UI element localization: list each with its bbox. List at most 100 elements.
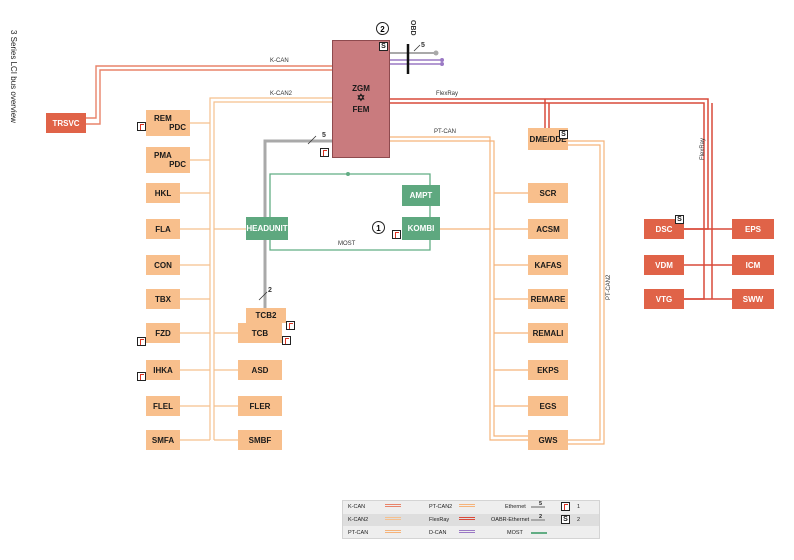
ecu-vdm[interactable]: VDM — [644, 255, 684, 275]
ecu-acsm[interactable]: ACSM — [528, 219, 568, 239]
legend-dcan-swatch — [459, 530, 475, 533]
legend: K-CAN PT-CAN2 Ethernet 5 1 K-CAN2 FlexRa… — [342, 500, 600, 539]
ecu-flel[interactable]: FLEL — [146, 396, 180, 416]
ecu-egs[interactable]: EGS — [528, 396, 568, 416]
legend-row: K-CAN2 FlexRay OABR-Ethernet 2 S 2 — [343, 514, 599, 526]
zgm-fem-module[interactable]: ZGM ✡ FEM — [332, 40, 390, 158]
ecu-dsc[interactable]: DSC — [644, 219, 684, 239]
ecu-ekps[interactable]: EKPS — [528, 360, 568, 380]
ecu-con[interactable]: CON — [146, 255, 180, 275]
ecu-pma-pdc[interactable]: PMA PDC — [146, 147, 190, 173]
ecu-gws[interactable]: GWS — [528, 430, 568, 450]
marker1-icon — [137, 372, 146, 381]
rem-label: REM — [154, 114, 172, 123]
legend-marker1-label: 1 — [577, 504, 581, 510]
pdc-label: PDC — [169, 123, 186, 132]
legend-flexray-swatch — [459, 517, 475, 520]
flexray-vertical-label: FlexRay — [700, 137, 706, 160]
marker1-icon — [286, 321, 295, 330]
central-star-icon: ✡ — [356, 93, 366, 104]
legend-ptcan2-label: PT-CAN2 — [429, 504, 453, 510]
oabr-slash — [258, 291, 268, 301]
ecu-tcb[interactable]: TCB — [238, 323, 282, 343]
marker1-icon — [282, 336, 291, 345]
ptcan-lines — [390, 136, 605, 445]
ecu-headunit[interactable]: HEADUNIT — [246, 217, 288, 240]
ecu-vtg[interactable]: VTG — [644, 289, 684, 309]
ecu-hkl[interactable]: HKL — [146, 183, 180, 203]
ecu-rem-pdc[interactable]: REM PDC — [146, 110, 190, 136]
ecu-tcb2[interactable]: TCB2 — [246, 308, 286, 323]
legend-most-swatch — [531, 532, 547, 534]
marker1-icon — [137, 122, 146, 131]
legend-flexray-label: FlexRay — [429, 517, 450, 523]
marker1-icon — [137, 337, 146, 346]
ecu-trsvc[interactable]: TRSVC — [46, 113, 86, 133]
ecu-smfa[interactable]: SMFA — [146, 430, 180, 450]
ptcan2-vertical-label: PT-CAN2 — [606, 274, 612, 300]
flexray-lines — [390, 98, 732, 300]
obd-count: 5 — [421, 42, 425, 49]
legend-oabr-label: OABR-Ethernet — [491, 517, 530, 523]
kcan2-bus-label: K-CAN2 — [270, 91, 293, 97]
ecu-scr[interactable]: SCR — [528, 183, 568, 203]
most-tap — [346, 172, 350, 176]
ecu-ampt[interactable]: AMPT — [402, 185, 440, 206]
obd-label: OBD — [409, 20, 416, 36]
ecu-kafas[interactable]: KAFAS — [528, 255, 568, 275]
tcb-link-count: 2 — [268, 287, 272, 294]
obd-lines — [390, 44, 444, 74]
ecu-dme-dde[interactable]: DME/DDE — [528, 128, 568, 150]
gateway-marker-icon: S — [561, 515, 570, 524]
legend-ptcan-swatch — [385, 530, 401, 533]
pdc-label: PDC — [169, 160, 186, 169]
ecu-asd[interactable]: ASD — [238, 360, 282, 380]
most-bus-label: MOST — [338, 241, 356, 247]
ptcan-bus-label: PT-CAN — [434, 129, 457, 135]
gateway-marker-icon: S — [675, 215, 684, 224]
legend-ethernet-label: Ethernet — [505, 504, 526, 510]
marker1-icon — [392, 230, 401, 239]
gateway-marker-icon: S — [559, 130, 568, 139]
ecu-icm[interactable]: ICM — [732, 255, 774, 275]
legend-ptcan-label: PT-CAN — [348, 530, 369, 536]
ecu-tbx[interactable]: TBX — [146, 289, 180, 309]
legend-marker2-label: 2 — [577, 517, 581, 523]
legend-ethernet-num: 5 — [539, 501, 543, 507]
callout-2: 2 — [376, 22, 389, 35]
legend-oabr-num: 2 — [539, 514, 543, 520]
legend-dcan-label: D-CAN — [429, 530, 447, 536]
kcan-bus-label: K-CAN — [270, 58, 289, 64]
ecu-remali[interactable]: REMALI — [528, 323, 568, 343]
ethernet-lines — [263, 139, 332, 308]
gateway-marker-icon: S — [379, 42, 388, 51]
legend-ptcan2-swatch — [459, 504, 475, 507]
legend-kcan2-label: K-CAN2 — [348, 517, 369, 523]
ecu-kombi[interactable]: KOMBI — [402, 217, 440, 240]
callout-1: 1 — [372, 221, 385, 234]
legend-most-label: MOST — [507, 530, 523, 536]
pma-label: PMA — [154, 151, 172, 160]
kcan-line — [86, 65, 332, 125]
zgm-label: ZGM — [352, 84, 370, 93]
flexray-bus-label: FlexRay — [436, 91, 459, 97]
ecu-fler[interactable]: FLER — [238, 396, 282, 416]
legend-kcan2-swatch — [385, 517, 401, 520]
ecu-remare[interactable]: REMARE — [528, 289, 568, 309]
ecu-fzd[interactable]: FZD — [146, 323, 180, 343]
legend-row: K-CAN PT-CAN2 Ethernet 5 1 — [343, 501, 599, 513]
ecu-fla[interactable]: FLA — [146, 219, 180, 239]
ecu-smbf[interactable]: SMBF — [238, 430, 282, 450]
ecu-eps[interactable]: EPS — [732, 219, 774, 239]
marker1-icon — [320, 148, 329, 157]
legend-kcan-label: K-CAN — [348, 504, 366, 510]
legend-row: PT-CAN D-CAN MOST — [343, 527, 599, 539]
ecu-sww[interactable]: SWW — [732, 289, 774, 309]
fem-label: FEM — [352, 105, 370, 114]
ecu-ihka[interactable]: IHKA — [146, 360, 180, 380]
legend-ethernet-swatch — [531, 506, 545, 508]
legend-kcan-swatch — [385, 504, 401, 507]
ethernet-count: 5 — [322, 132, 326, 139]
